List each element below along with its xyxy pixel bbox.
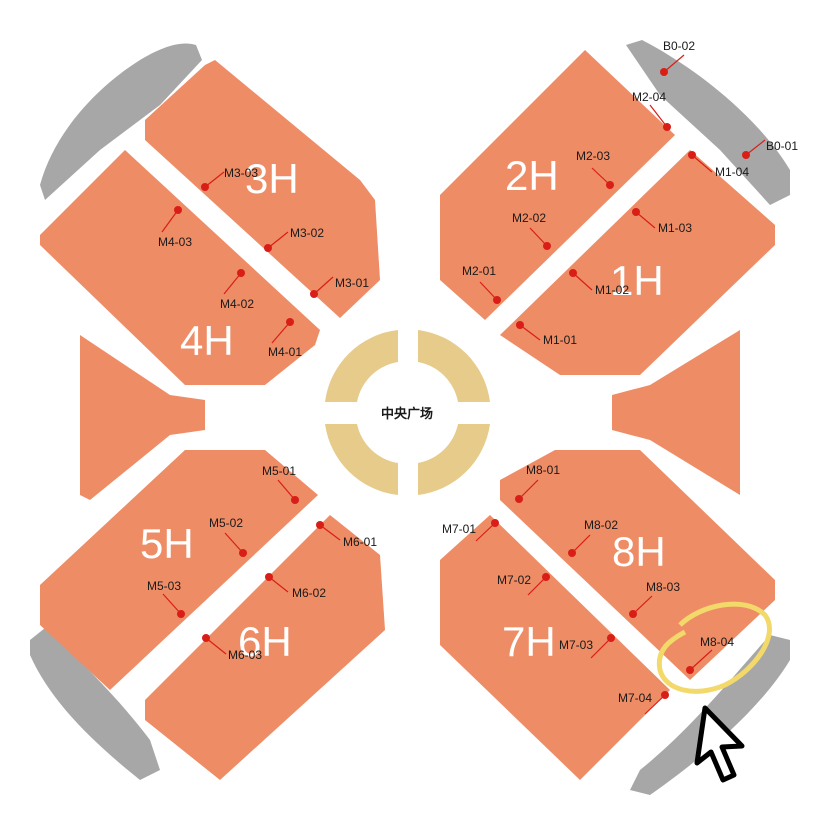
svg-text:M5-03: M5-03 [147, 579, 181, 593]
svg-text:M8-02: M8-02 [584, 518, 618, 532]
west-wedge [80, 335, 205, 500]
gate-M1-04[interactable]: M1-04 [688, 151, 749, 179]
gate-M6-03[interactable]: M6-03 [202, 634, 262, 662]
svg-text:M3-02: M3-02 [290, 226, 324, 240]
svg-text:M8-04: M8-04 [700, 635, 734, 649]
road-top-right [626, 40, 790, 205]
plaza-quadrant-nw [325, 330, 398, 402]
gate-M3-02[interactable]: M3-02 [264, 226, 324, 252]
gate-M2-03[interactable]: M2-03 [576, 149, 614, 189]
east-wedge [612, 330, 740, 495]
svg-text:B0-01: B0-01 [766, 139, 798, 153]
svg-text:M2-02: M2-02 [512, 211, 546, 225]
svg-text:M1-03: M1-03 [658, 221, 692, 235]
hall-4H [40, 150, 320, 385]
gate-M3-01[interactable]: M3-01 [310, 276, 369, 298]
hall-6H [145, 515, 385, 780]
svg-text:M2-04: M2-04 [632, 90, 666, 104]
svg-text:M6-02: M6-02 [292, 586, 326, 600]
central-plaza: 中央广场 [325, 330, 490, 495]
gate-M1-03[interactable]: M1-03 [632, 208, 692, 235]
hall-label-6H: 6H [238, 618, 292, 665]
svg-text:M4-01: M4-01 [268, 345, 302, 359]
svg-text:M1-02: M1-02 [595, 283, 629, 297]
gate-M7-01[interactable]: M7-01 [442, 519, 499, 542]
svg-text:M1-04: M1-04 [715, 165, 749, 179]
gate-M5-02[interactable]: M5-02 [209, 516, 247, 557]
hall-label-3H: 3H [245, 155, 299, 202]
hall-label-4H: 4H [180, 317, 234, 364]
svg-text:M5-02: M5-02 [209, 516, 243, 530]
hall-label-5H: 5H [140, 520, 194, 567]
gate-M5-01[interactable]: M5-01 [262, 464, 299, 504]
gate-M1-01[interactable]: M1-01 [516, 321, 577, 347]
gate-M8-02[interactable]: M8-02 [568, 518, 618, 557]
mouse-cursor-icon [694, 705, 745, 783]
gate-M8-03[interactable]: M8-03 [629, 580, 680, 618]
svg-text:M7-01: M7-01 [442, 522, 476, 536]
plaza-quadrant-se [418, 424, 490, 495]
hall-label-7H: 7H [502, 618, 556, 665]
gate-M7-03[interactable]: M7-03 [559, 634, 615, 659]
svg-text:M7-02: M7-02 [497, 573, 531, 587]
svg-text:M4-03: M4-03 [158, 235, 192, 249]
gate-M8-01[interactable]: M8-01 [515, 463, 560, 503]
svg-text:M4-02: M4-02 [220, 297, 254, 311]
road-bottom-left [30, 628, 160, 780]
gate-M8-04[interactable]: M8-04 [686, 635, 734, 674]
svg-text:M3-03: M3-03 [224, 166, 258, 180]
gate-M5-03[interactable]: M5-03 [147, 579, 185, 618]
road-top-left [40, 43, 202, 200]
gate-M4-02[interactable]: M4-02 [220, 269, 254, 311]
svg-text:M8-01: M8-01 [526, 463, 560, 477]
hall-label-1H: 1H [610, 257, 664, 304]
gate-M4-01[interactable]: M4-01 [268, 318, 302, 359]
svg-text:M5-01: M5-01 [262, 464, 296, 478]
gate-M7-04[interactable]: M7-04 [618, 691, 669, 715]
plaza-quadrant-sw [325, 424, 398, 495]
gate-B0-01[interactable]: B0-01 [742, 139, 798, 159]
gate-M4-03[interactable]: M4-03 [158, 206, 192, 249]
svg-text:M2-01: M2-01 [462, 264, 496, 278]
hall-8H [500, 450, 775, 680]
svg-text:M2-03: M2-03 [576, 149, 610, 163]
gate-M6-01[interactable]: M6-01 [316, 521, 377, 549]
gate-M1-02[interactable]: M1-02 [569, 269, 629, 297]
highlight-ring [656, 601, 772, 694]
gate-M2-04[interactable]: M2-04 [632, 90, 671, 131]
svg-text:M1-01: M1-01 [543, 333, 577, 347]
gate-M3-03[interactable]: M3-03 [201, 166, 258, 191]
svg-text:M6-01: M6-01 [343, 535, 377, 549]
gate-B0-02[interactable]: B0-02 [660, 39, 695, 76]
plaza-label: 中央广场 [381, 406, 433, 422]
hall-7H [440, 515, 670, 780]
svg-text:M8-03: M8-03 [646, 580, 680, 594]
gate-M2-02[interactable]: M2-02 [512, 211, 551, 250]
gate-M2-01[interactable]: M2-01 [462, 264, 501, 304]
svg-text:M7-04: M7-04 [618, 691, 652, 705]
svg-text:M7-03: M7-03 [559, 638, 593, 652]
hall-5H [40, 450, 318, 690]
hall-label-2H: 2H [505, 152, 559, 199]
gate-M6-02[interactable]: M6-02 [265, 573, 326, 600]
svg-text:M3-01: M3-01 [335, 276, 369, 290]
hall-3H [145, 60, 380, 318]
hall-2H [440, 50, 675, 320]
hall-1H [500, 150, 775, 375]
svg-text:M6-03: M6-03 [228, 648, 262, 662]
plaza-quadrant-ne [418, 330, 490, 402]
hall-label-8H: 8H [612, 528, 666, 575]
gate-M7-02[interactable]: M7-02 [497, 573, 550, 596]
svg-text:B0-02: B0-02 [663, 39, 695, 53]
